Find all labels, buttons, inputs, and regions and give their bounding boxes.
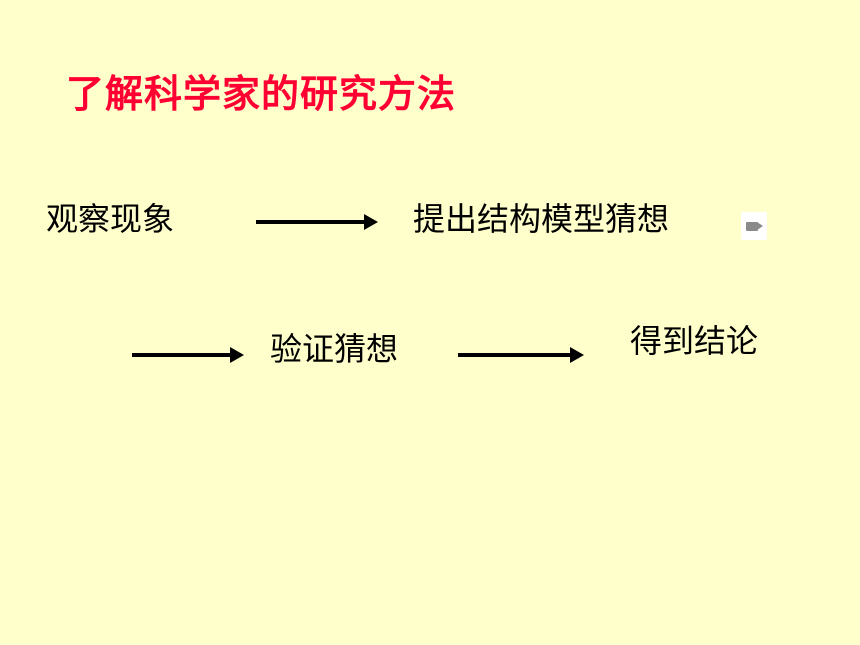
- slide-title: 了解科学家的研究方法: [66, 72, 457, 116]
- video-camera-icon[interactable]: [741, 212, 767, 240]
- camera-body-shape: [746, 222, 758, 231]
- camera-lens-shape: [757, 222, 763, 230]
- arrow-to-verify: [132, 347, 244, 363]
- step-hypothesis: 提出结构模型猜想: [413, 200, 670, 238]
- step-verify: 验证猜想: [270, 330, 399, 368]
- arrow-observe-to-hypothesis: [256, 214, 378, 230]
- step-observe: 观察现象: [46, 200, 175, 238]
- arrow-verify-to-conclusion: [458, 347, 584, 363]
- step-conclusion: 得到结论: [630, 322, 759, 360]
